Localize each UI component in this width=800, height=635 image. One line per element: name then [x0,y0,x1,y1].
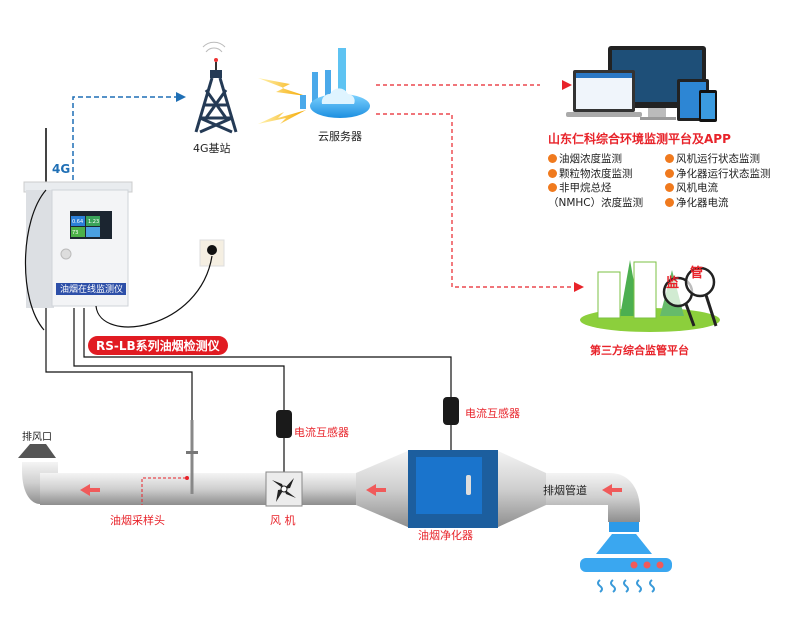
features-right-list: 风机运行状态监测 净化器运行状态监测 风机电流 净化器电流 [665,152,771,210]
fan-label: 风 机 [270,514,296,527]
tower-icon [194,41,238,134]
supervision-char-1: 监 [666,276,680,291]
devices-illustration [566,46,717,122]
screen-value-1: 0.64 [72,219,83,225]
fan-icon [265,471,303,507]
feature-item: 非甲烷总烃 [548,181,643,196]
link-thirdparty-line [376,113,576,288]
base-station-label: 4G基站 [193,142,231,155]
lightning-icon [258,78,306,96]
feature-item: 净化器运行状态监测 [665,167,771,182]
link-4g-line [72,96,180,180]
flow-arrow-icon [80,484,622,496]
sampling-head-label: 油烟采样头 [110,514,165,527]
feature-item: （NMHC）浓度监测 [548,196,644,209]
device-name-label: 油烟在线监测仪 [60,283,123,294]
platform-title: 山东仁科综合环境监测平台及APP [548,132,731,146]
signal-4g-label: 4G [52,162,71,176]
exhaust-outlet-label: 排风口 [22,432,52,443]
exhaust-duct-label: 排烟管道 [543,484,587,497]
purifier-label: 油烟净化器 [418,529,473,542]
wire-fan-sensor [73,308,285,410]
third-party-label: 第三方综合监管平台 [590,344,689,357]
smoke-icon [597,579,655,593]
supervision-char-2: 管 [690,266,704,281]
feature-item: 净化器电流 [665,196,771,211]
cloud-server-label: 云服务器 [318,130,362,143]
city-illustration [580,260,720,332]
wire-purifier-sensor [83,308,452,398]
range-hood-icon [580,522,672,572]
current-sensor-label-2: 电流互感器 [465,407,520,420]
antenna-cable [24,189,47,331]
feature-item: 油烟浓度监测 [548,152,643,167]
current-sensor-icon [443,397,459,425]
power-cable [95,255,213,328]
monitor-cabinet [23,128,133,308]
current-sensor-label-1: 电流互感器 [294,426,349,439]
link-4g-arrow [176,92,186,102]
power-socket-icon [199,239,225,267]
cloud-server-icon [300,48,370,118]
lightning-icon [258,110,306,124]
wire-sampling [45,308,193,420]
screen-value-2: 1.23 [88,219,99,225]
feature-item: 颗粒物浓度监测 [548,167,643,182]
current-sensor-icon [276,410,292,438]
features-left-list: 油烟浓度监测 颗粒物浓度监测 非甲烷总烃 （NMHC）浓度监测 [548,152,643,210]
screen-value-3: 73 [72,230,78,236]
feature-item: 风机运行状态监测 [665,152,771,167]
feature-item: 风机电流 [665,181,771,196]
device-series-badge: RS-LB系列油烟检测仪 [88,336,228,355]
link-platform-arrow [562,80,572,90]
link-thirdparty-arrow [574,282,584,292]
